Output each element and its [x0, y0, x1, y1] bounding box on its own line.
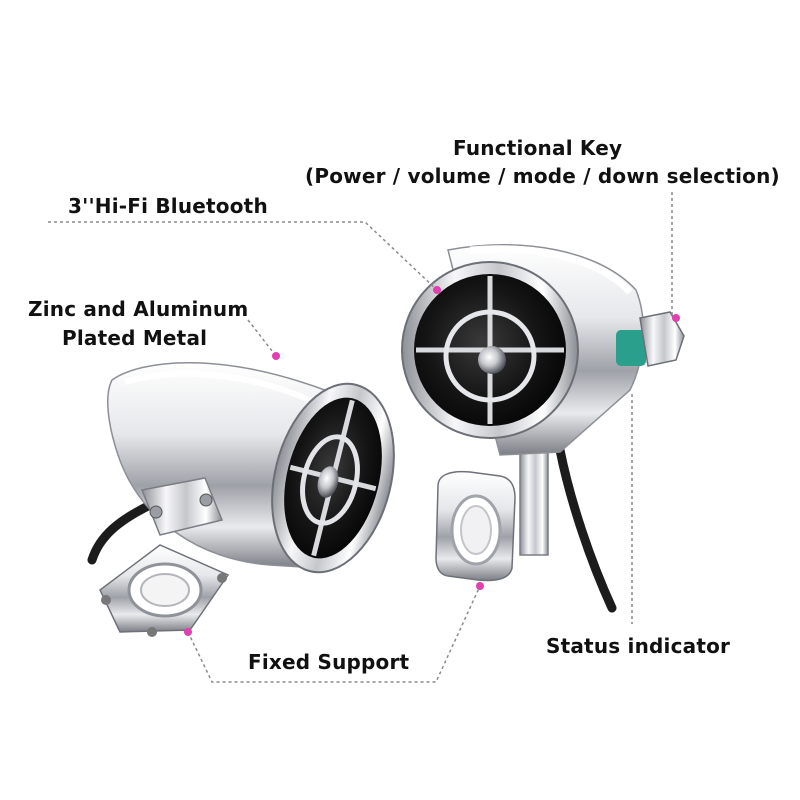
- functional-key-detail: (Power / volume / mode / down selection): [305, 164, 780, 188]
- fixed-support-dot-left: [184, 628, 192, 636]
- fixed-support-label: Fixed Support: [248, 650, 410, 674]
- zinc-aluminum-label-line2: Plated Metal: [62, 326, 208, 350]
- zinc-callout-line: [247, 319, 277, 357]
- hifi-bluetooth-label: 3''Hi-Fi Bluetooth: [68, 194, 268, 218]
- right-speaker: [401, 243, 685, 613]
- hifi-callout-line: [48, 221, 438, 291]
- functional-key-knob: [616, 311, 685, 367]
- status-indicator-label: Status indicator: [546, 634, 731, 658]
- functional-key-callout-dot: [672, 314, 680, 322]
- fixed-support-dot-right: [476, 582, 484, 590]
- zinc-aluminum-label-line1: Zinc and Aluminum: [28, 297, 249, 321]
- zinc-callout-dot: [272, 352, 280, 360]
- callout-dots: [184, 286, 680, 636]
- fixed-support-callout-line: [187, 585, 481, 683]
- functional-key-title: Functional Key: [453, 136, 623, 160]
- left-speaker: [87, 362, 395, 637]
- callout-lines: [48, 192, 673, 683]
- hifi-callout-dot: [433, 286, 441, 294]
